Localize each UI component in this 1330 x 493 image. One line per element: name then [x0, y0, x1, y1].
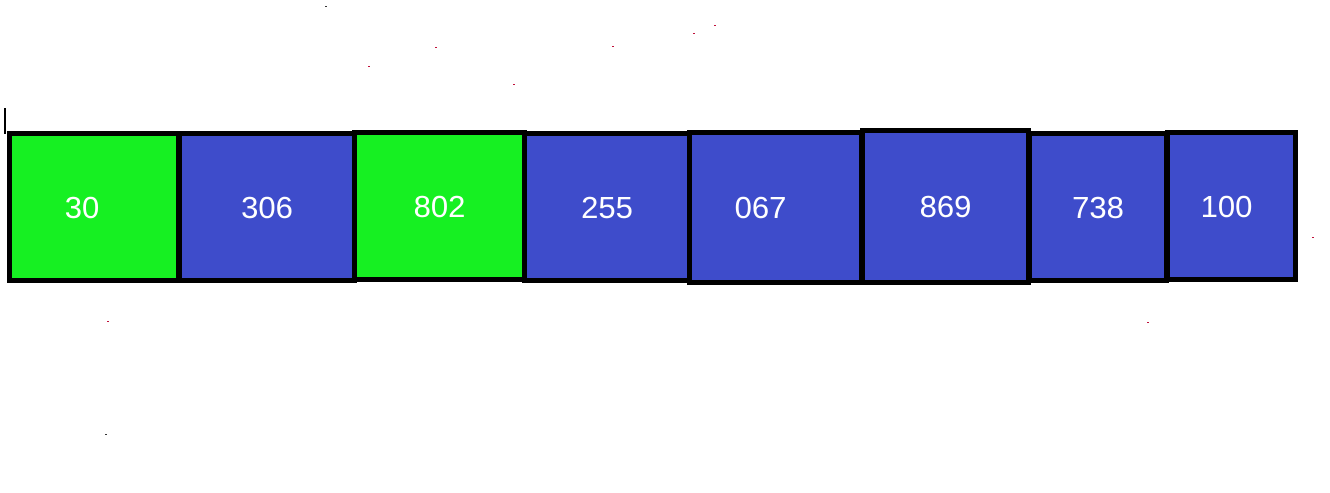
array-cell-0: 30	[7, 131, 181, 283]
cell-value: 30	[64, 189, 100, 225]
stray-mark	[325, 6, 327, 7]
cell-value: 869	[919, 189, 972, 224]
array-cell-5: 869	[860, 128, 1031, 285]
stray-mark	[368, 66, 370, 67]
stray-mark	[1312, 237, 1314, 238]
cell-value: 306	[241, 189, 293, 225]
array-cell-3: 255	[522, 131, 692, 283]
cell-value: 802	[413, 188, 466, 224]
stray-mark	[714, 25, 716, 26]
cell-value: 738	[1072, 189, 1124, 225]
array-cell-6: 738	[1027, 131, 1169, 283]
array-cell-2: 802	[352, 130, 527, 282]
stray-mark	[435, 47, 437, 48]
cell-value: 100	[1200, 188, 1253, 224]
stray-mark	[513, 84, 515, 85]
cell-value: 255	[581, 189, 633, 225]
left-tick-mark	[4, 108, 6, 134]
stray-mark	[612, 46, 614, 47]
cell-value: 067	[734, 190, 787, 225]
array-cell-7: 100	[1165, 130, 1298, 282]
stray-mark	[105, 434, 107, 435]
array-cell-1: 306	[177, 131, 357, 283]
stray-mark	[107, 321, 109, 322]
stray-mark	[693, 33, 695, 34]
array-cell-4: 067	[687, 130, 864, 285]
stray-mark	[1147, 322, 1149, 323]
